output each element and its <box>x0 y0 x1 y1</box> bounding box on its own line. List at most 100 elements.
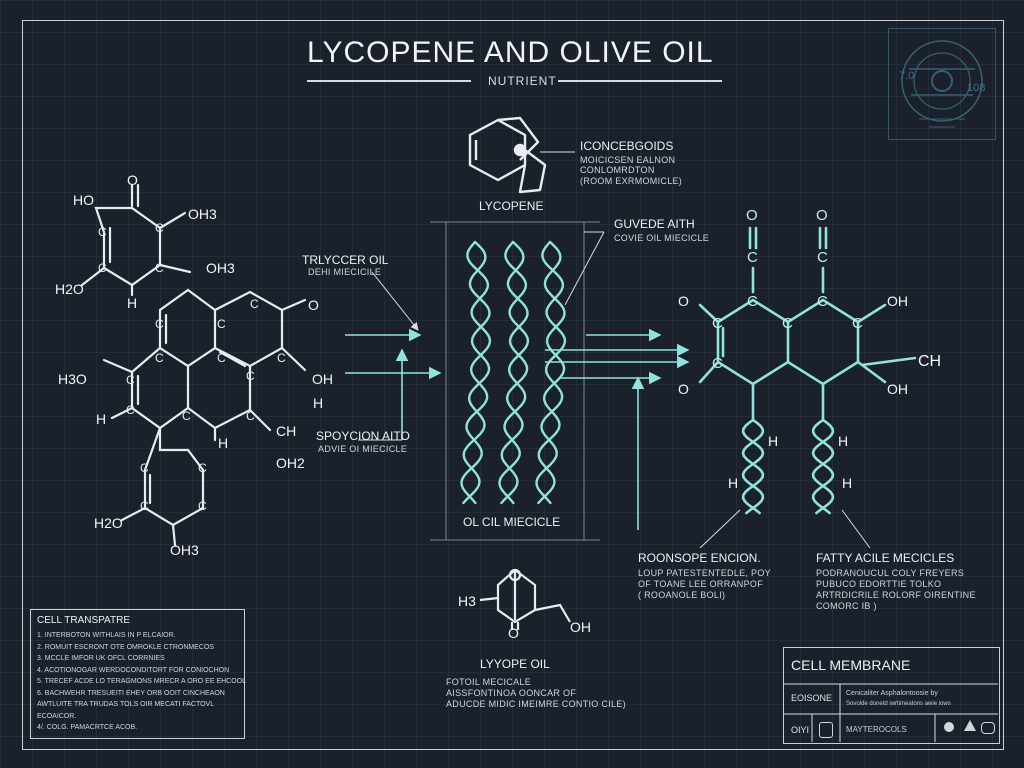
atom-label: H <box>313 395 324 411</box>
fatty-line: PODRANOUCUL COLY FREYERS <box>816 568 965 578</box>
atom-label: HO <box>73 192 94 208</box>
cell-transport-item: 3. MCCLE IMFOR UK OFCL CORRNIES <box>37 655 165 662</box>
bottom-molecule <box>479 568 571 630</box>
membrane-row1-text2: Sovolde donetd iwrtimeatons awie iows <box>846 701 951 707</box>
fatty-chain-strand <box>811 418 835 515</box>
arrows <box>345 328 690 530</box>
recycle-icon <box>981 722 995 734</box>
roonsope-line: OF TOANE LEE ORRANPOF <box>638 579 763 589</box>
spoycion-title: SPOYCION AITO <box>316 429 410 443</box>
iconcebgoids-title: ICONCEBGOIDS <box>580 139 674 153</box>
guvede-line: COVIE OIL MIECICLE <box>614 233 710 243</box>
helix-strand <box>500 240 529 505</box>
roonsope-title: ROONSOPE ENCION. <box>638 551 761 565</box>
helix-strand <box>535 240 567 505</box>
spoycion-line: ADVIE OI MIECICLE <box>318 444 408 454</box>
fatty-chains <box>741 418 835 515</box>
iconcebgoids-line: MOICICSEN EALNON <box>580 155 676 165</box>
lyyope-line: FOTOIL MECICALE <box>446 677 532 687</box>
fatty-line: COMORC IB ) <box>816 601 877 611</box>
cell-transport-item: 6. BACHWEHR TRESUEITI EHEY ORB OOIT CINC… <box>37 689 225 697</box>
atom-label: OH <box>570 619 591 635</box>
carbon-label: C <box>98 225 107 239</box>
stamp-right-text: 108 <box>967 82 986 94</box>
atom-label: H <box>127 295 138 311</box>
fatty-chain-strand <box>811 418 835 515</box>
trycer-title: TRLYCCER OIL <box>302 253 389 267</box>
atom-label: OH <box>887 381 908 397</box>
cell-transport-item: 4/. COLG. PAMACRTCE ACOB. <box>37 724 138 731</box>
atom-label: C <box>852 315 863 332</box>
cell-transport-item: AWTLUITE TRA TRUDAS TOLS OIR MECATI FACT… <box>37 701 215 708</box>
lycopene-label: LYCOPENE <box>479 199 544 213</box>
carbon-label: C <box>126 403 135 417</box>
atom-label: O <box>127 172 138 188</box>
membrane-row2-label: OIYI <box>791 725 810 735</box>
carbon-label: C <box>98 261 107 275</box>
atom-label: O <box>746 207 758 224</box>
right-molecule-bonds <box>698 226 917 422</box>
cell-transport-box: CELL TRANSPATRE 1. INTERBOTON WITHLAIS I… <box>30 609 247 739</box>
lyyope-line: AISSFONTINOA OONCAR OF <box>446 688 577 698</box>
oil-micelle-label: OL CIL MIECICLE <box>463 515 561 529</box>
lyyope-title: LYYOPE OIL <box>480 657 550 671</box>
cell-transport-item: ECOAICOR. <box>37 712 77 720</box>
atom-label: OH3 <box>170 542 199 558</box>
cell-membrane-box: CELL MEMBRANE EOISONE Cenicaliter Asphal… <box>783 647 1000 744</box>
cell-transport-item: 4. ACOTIONOGAR WERDOCONDITORT FOR CONIOC… <box>37 666 230 674</box>
carbon-label: C <box>277 351 286 365</box>
carbon-label: C <box>198 461 207 475</box>
atom-label: O <box>678 293 689 309</box>
atom-label: C <box>712 315 723 332</box>
carbon-label: C <box>250 297 259 311</box>
guvede-title: GUVEDE AITH <box>614 217 695 231</box>
membrane-row2-text: MAYTEROCOLS <box>846 725 907 734</box>
roonsope-line: ( ROOANOLE BOLI) <box>638 590 726 600</box>
stamp-graphic <box>901 40 983 128</box>
carbon-label: C <box>140 461 149 475</box>
cell-transport-title: CELL TRANSPATRE <box>37 615 130 626</box>
carbon-label: C <box>198 499 207 513</box>
atom-label: O <box>508 625 519 641</box>
iconcebgoids-line: CONLOMRDTON <box>580 165 655 175</box>
membrane-row1-label: EOISONE <box>791 693 833 703</box>
atom-label: C <box>747 293 758 310</box>
helix-strand <box>462 240 491 505</box>
mask-icon <box>944 722 954 732</box>
carbon-label: C <box>155 317 164 331</box>
fatty-line: ARTRDICRILE ROLORF OIRENTINE <box>816 590 976 600</box>
logo-icon <box>819 722 833 738</box>
atom-label: H <box>768 433 779 449</box>
atom-label: H <box>842 475 853 491</box>
carbon-label: C <box>246 369 255 383</box>
cell-transport-item: 5. TRECEF ACDE LO TERAGMONS MRECR A ORO … <box>37 678 247 685</box>
atom-label: H <box>96 411 107 427</box>
trycer-line: DEHI MIECICILE <box>308 267 382 277</box>
atom-label: H2O <box>55 281 84 297</box>
helix-strand <box>498 240 530 505</box>
stamp-seal: 7.0 108 <box>888 28 996 140</box>
atom-label: C <box>747 249 758 266</box>
lyyope-line: ADUCDE MIDIC IMEIMRE CONTIO CILE) <box>446 699 626 709</box>
atom-label: OH <box>312 371 333 387</box>
carbon-label: C <box>155 221 164 235</box>
atom-label: CH <box>918 353 942 370</box>
left-molecule-bonds <box>80 183 307 547</box>
carbon-label: C <box>155 351 164 365</box>
atom-label: C <box>817 293 828 310</box>
stamp-left-text: 7.0 <box>899 70 915 82</box>
atom-label: C <box>712 355 723 372</box>
carbon-label: C <box>140 499 149 513</box>
atom-label: CH <box>276 423 297 439</box>
atom-label: OH <box>887 293 908 309</box>
atom-label: OH3 <box>206 260 235 276</box>
atom-label: H <box>218 435 229 451</box>
atom-label: O <box>816 207 828 224</box>
carbon-label: C <box>126 373 135 387</box>
helix-strand <box>460 240 492 505</box>
outer-frame <box>22 20 1004 750</box>
atom-label: C <box>782 315 793 332</box>
cell-membrane-title: CELL MEMBRANE <box>791 657 911 673</box>
